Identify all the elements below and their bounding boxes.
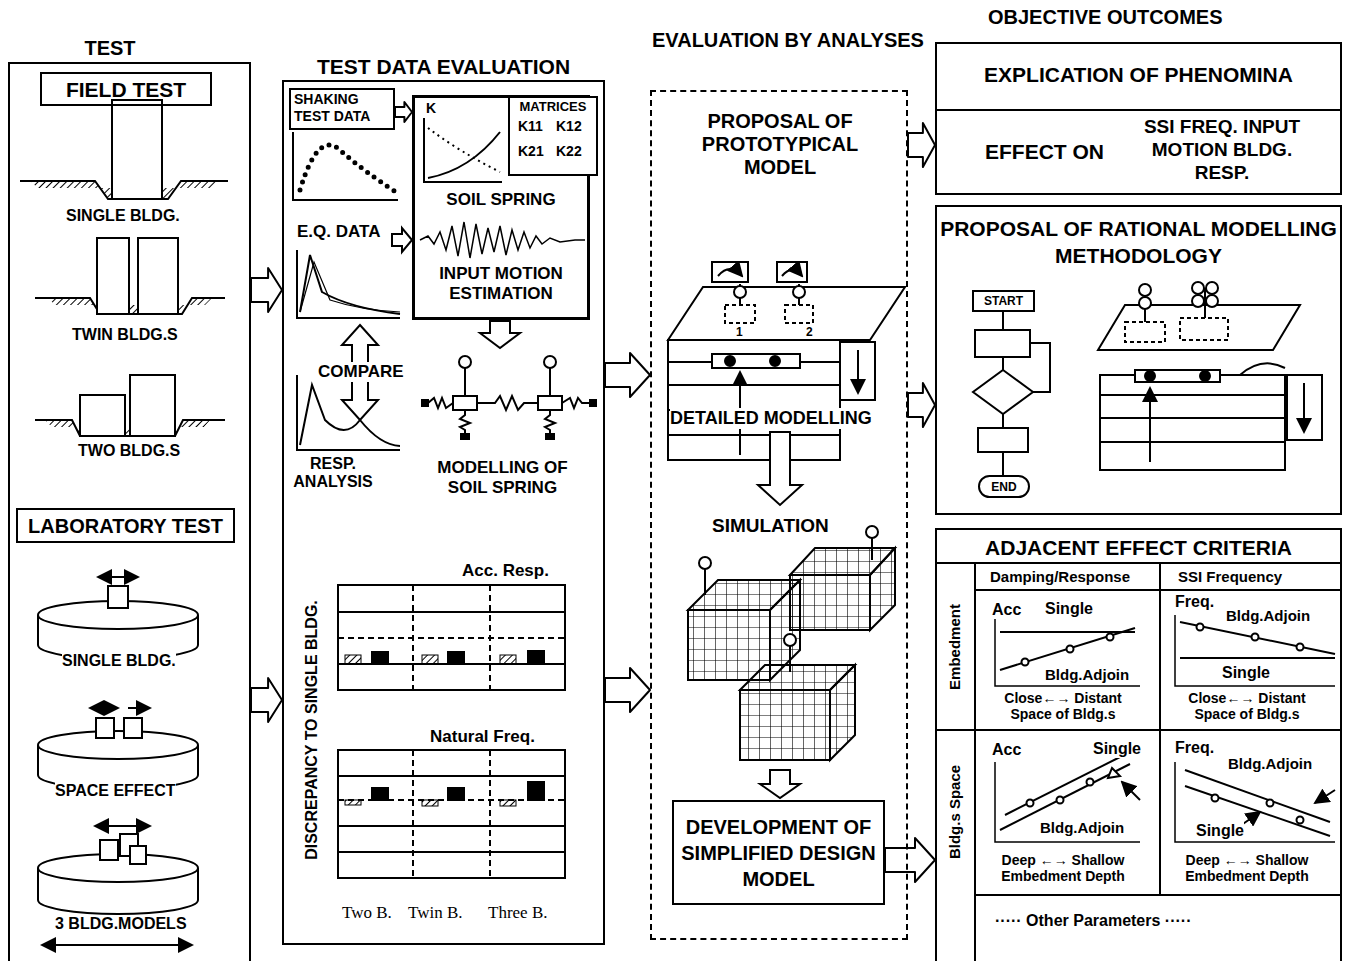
caption-label: SPACE EFFECT	[55, 782, 176, 800]
caption-label: Two B.	[342, 903, 392, 923]
caption-label: PROPOSAL OF PROTOTYPICAL MODEL	[690, 110, 870, 179]
caption-label: K21	[518, 143, 544, 159]
block-arrow	[605, 353, 650, 397]
data-charts	[293, 118, 596, 878]
caption-label: Bldg.Adjoin	[1226, 607, 1310, 624]
caption-label: ····· Other Parameters ·····	[995, 912, 1191, 930]
axis-label: DISCREPANCY TO SINGLE BLDG.	[303, 600, 321, 860]
block-arrow	[605, 668, 650, 712]
panel-box: TEST DATA EVALUATIONSHAKING TEST DATASOI…	[282, 80, 605, 945]
data-box: SHAKING TEST DATA	[289, 88, 395, 130]
panel-heading: TEST	[10, 36, 210, 60]
outcome-drawings	[935, 110, 1342, 961]
box-text: PROPOSAL OF RATIONAL MODELLING METHODOLO…	[937, 215, 1340, 270]
caption-label: OBJECTIVE OUTCOMES	[988, 6, 1222, 29]
box-text: EFFECT ON	[985, 139, 1115, 164]
box-text: LABORATORY TEST	[18, 514, 233, 538]
caption-label: Acc	[992, 601, 1021, 619]
box-text: INPUT MOTION ESTIMATION	[415, 264, 587, 305]
process-box: DEVELOPMENT OF SIMPLIFIED DESIGN MODEL	[672, 800, 885, 905]
box-text: SSI FREQ. INPUT MOTION BLDG. RESP.	[1137, 116, 1307, 184]
section-box: FIELD TEST	[40, 72, 212, 106]
box-text: ADJACENT EFFECT CRITERIA	[937, 535, 1340, 560]
panel-heading: EVALUATION BY ANALYSES	[652, 28, 906, 53]
axis-label: Embedment	[946, 604, 963, 690]
caption-label: TWO BLDG.S	[78, 442, 180, 460]
box-text: SOIL SPRING	[415, 190, 587, 210]
box-text: MATRICES	[510, 99, 596, 115]
caption-label: Acc	[992, 741, 1021, 759]
caption-label: K12	[556, 118, 582, 134]
axis-label: Bldg.s Space	[946, 765, 963, 859]
block-arrow	[251, 678, 282, 722]
box-text: DEVELOPMENT OF SIMPLIFIED DESIGN MODEL	[674, 814, 883, 892]
section-box: LABORATORY TEST	[16, 508, 235, 543]
lab-models	[38, 577, 198, 945]
caption-label: Single	[1093, 740, 1141, 758]
box-text: SHAKING TEST DATA	[294, 91, 394, 125]
box-text: EXPLICATION OF PHENOMINA	[937, 62, 1340, 87]
panel-box: TESTFIELD TESTLABORATORY TEST	[8, 62, 251, 961]
caption-label: Close←→ Distant Space of Bldg.s	[988, 690, 1138, 722]
block-arrow	[395, 102, 412, 122]
caption-label: 2	[806, 326, 813, 340]
box-text: FIELD TEST	[42, 77, 210, 102]
caption-label: K11	[518, 118, 543, 134]
caption-label: Bldg.Adjoin	[1040, 819, 1124, 836]
analysis-models	[668, 262, 905, 798]
caption-label: 1	[736, 326, 743, 340]
caption-label: Natural Freq.	[430, 727, 535, 747]
caption-label: COMPARE	[318, 362, 404, 382]
caption-label: Damping/Response	[990, 568, 1130, 585]
caption-label: Freq.	[1175, 739, 1214, 757]
caption-label: DETAILED MODELLING	[670, 408, 872, 429]
field-buildings	[20, 100, 228, 436]
block-arrow	[885, 838, 935, 882]
caption-label: MODELLING OF SOIL SPRING	[420, 458, 585, 497]
caption-label: Three B.	[488, 903, 547, 923]
terminal-box: START	[972, 290, 1035, 312]
caption-label: Close←→ Distant Space of Bldg.s	[1172, 690, 1322, 722]
caption-label: Freq.	[1175, 593, 1214, 611]
panel-heading: TEST DATA EVALUATION	[284, 54, 603, 79]
caption-label: Single	[1222, 664, 1270, 682]
caption-label: SINGLE BLDG.	[62, 652, 176, 670]
matrix-box: MATRICES	[508, 96, 598, 176]
caption-label: K	[426, 100, 436, 116]
caption-label: TWIN BLDG.S	[72, 326, 178, 344]
caption-label: Deep ←→ Shallow Embedment Depth	[1172, 852, 1322, 884]
terminal-box: END	[978, 475, 1030, 498]
block-arrow	[908, 123, 935, 167]
caption-label: Acc. Resp.	[462, 561, 549, 581]
caption-label: Twin B.	[408, 903, 463, 923]
outcome-box: EXPLICATION OF PHENOMINA EFFECT ON SSI FRE…	[935, 42, 1342, 195]
caption-label: Single	[1196, 822, 1244, 840]
block-arrow	[251, 268, 282, 312]
caption-label: E.Q. DATA	[297, 222, 380, 242]
caption-label: Bldg.Adjoin	[1045, 666, 1129, 683]
caption-label: Single	[1045, 600, 1093, 618]
caption-label: 3 BLDG.MODELS	[55, 915, 187, 933]
caption-label: K22	[556, 143, 582, 159]
caption-label: SIMULATION	[712, 515, 829, 537]
outcome-box: PROPOSAL OF RATIONAL MODELLING METHODOLO…	[935, 205, 1342, 515]
box-text: END	[980, 480, 1028, 494]
caption-label: RESP. ANALYSIS	[288, 455, 378, 492]
box-text: START	[974, 294, 1033, 308]
block-arrow	[908, 383, 935, 427]
caption-label: SSI Frequency	[1178, 568, 1282, 585]
caption-label: Bldg.Adjoin	[1228, 755, 1312, 772]
caption-label: Deep ←→ Shallow Embedment Depth	[988, 852, 1138, 884]
caption-label: SINGLE BLDG.	[66, 207, 180, 225]
